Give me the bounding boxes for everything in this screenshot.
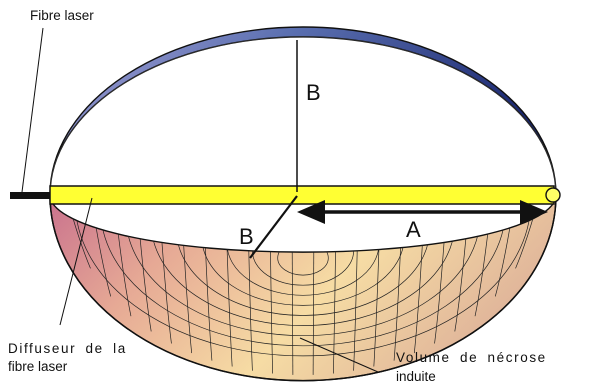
label-diffuseur-line1: Diffuseur de la	[8, 341, 127, 356]
leader-diffuseur	[59, 197, 93, 326]
upper-shell-inner-edge	[49, 36, 557, 196]
leader-fibre	[21, 27, 44, 193]
label-volume-line1: Volume de nécrose	[396, 350, 547, 365]
upper-shell	[49, 26, 557, 196]
label-volume-line2: induite	[396, 369, 436, 384]
label-fibre-laser: Fibre laser	[30, 8, 94, 23]
mesh-meridian	[515, 214, 535, 269]
lower-shell-outline	[49, 194, 557, 382]
diffuser-tip	[545, 187, 561, 203]
fibre-stub	[10, 192, 52, 199]
mesh-meridian	[71, 214, 91, 269]
leader-volume	[299, 337, 379, 373]
diffuser-bar	[49, 185, 555, 205]
label-b-bottom: B	[239, 224, 254, 249]
label-b-top: B	[306, 80, 321, 105]
b-oblique-line	[249, 195, 298, 259]
label-diffuseur-line2: fibre laser	[8, 359, 68, 374]
a-arrow-left-head	[297, 200, 325, 224]
a-arrow-right-head	[520, 200, 548, 224]
label-a: A	[406, 217, 421, 242]
